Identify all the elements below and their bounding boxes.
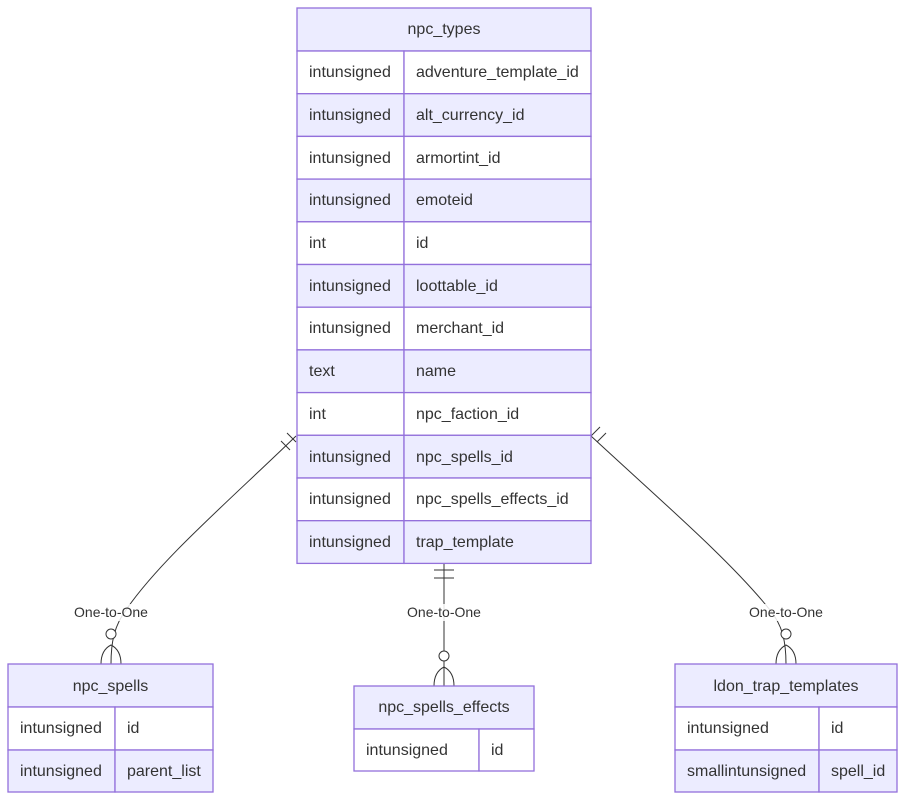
- attribute-row: intunsigned id: [353, 728, 535, 772]
- relationship-label: One-to-One: [749, 604, 823, 620]
- cardinality-one-marker: [286, 432, 297, 443]
- cardinality-one-marker: [590, 426, 601, 437]
- cardinality-many-marker: [100, 644, 122, 665]
- attribute-name: loottable_id: [416, 278, 498, 295]
- attribute-row: intunsigned alt_currency_id: [296, 93, 592, 138]
- entity-title: npc_spells: [73, 678, 149, 695]
- attribute-type: intunsigned: [309, 320, 391, 337]
- attribute-name: id: [416, 235, 428, 252]
- entity-ldon-trap-templates: ldon_trap_templates intunsigned id small…: [674, 663, 898, 793]
- attribute-row: intunsigned parent_list: [7, 749, 214, 793]
- attribute-row: intunsigned armortint_id: [296, 135, 592, 180]
- attribute-type: int: [309, 235, 326, 252]
- attribute-name: emoteid: [416, 192, 473, 209]
- attribute-name: npc_spells_effects_id: [416, 491, 569, 508]
- cardinality-zero-marker: [105, 628, 117, 640]
- attribute-row: int id: [296, 221, 592, 266]
- entity-npc-spells-effects: npc_spells_effects intunsigned id: [353, 685, 535, 772]
- attribute-type: intunsigned: [20, 763, 102, 780]
- attribute-type: intunsigned: [309, 534, 391, 551]
- attribute-name: trap_template: [416, 534, 514, 551]
- attribute-name: alt_currency_id: [416, 107, 525, 124]
- attribute-type: text: [309, 363, 335, 380]
- relationship-line: [110, 435, 297, 665]
- relationship-npc-types-npc-spells: One-to-One: [72, 432, 297, 665]
- attribute-type: int: [309, 406, 326, 423]
- entity-header: [353, 685, 535, 730]
- attribute-type: intunsigned: [20, 720, 102, 737]
- attribute-name: npc_faction_id: [416, 406, 519, 423]
- attribute-row: intunsigned id: [674, 706, 898, 751]
- attribute-row: intunsigned emoteid: [296, 178, 592, 223]
- relationship-npc-types-ldon-trap-templates: One-to-One: [590, 426, 825, 665]
- attribute-name: npc_spells_id: [416, 449, 513, 466]
- attribute-type: intunsigned: [309, 107, 391, 124]
- attribute-name: armortint_id: [416, 150, 500, 167]
- attribute-row: intunsigned adventure_template_id: [296, 50, 592, 95]
- attribute-row: intunsigned npc_spells_effects_id: [296, 477, 592, 522]
- relationship-label: One-to-One: [74, 604, 148, 620]
- attribute-name: id: [491, 742, 503, 759]
- attribute-type: intunsigned: [366, 742, 448, 759]
- cardinality-many-marker: [433, 666, 455, 687]
- attribute-type: intunsigned: [309, 192, 391, 209]
- entity-title: npc_spells_effects: [378, 699, 509, 716]
- attribute-name: spell_id: [831, 763, 885, 780]
- attribute-row: intunsigned id: [7, 706, 214, 751]
- entity-npc-types: npc_types intunsigned adventure_template…: [296, 7, 592, 565]
- attribute-name: name: [416, 363, 456, 380]
- attribute-type: intunsigned: [309, 64, 391, 81]
- attribute-row: intunsigned npc_spells_id: [296, 434, 592, 479]
- attribute-name: id: [831, 720, 843, 737]
- relationship-label: One-to-One: [407, 604, 481, 620]
- cardinality-zero-marker: [438, 650, 450, 662]
- cardinality-one-marker: [596, 432, 607, 443]
- entity-header: [7, 663, 214, 708]
- attribute-row: intunsigned merchant_id: [296, 306, 592, 351]
- entity-title: ldon_trap_templates: [714, 678, 859, 695]
- attribute-name: merchant_id: [416, 320, 504, 337]
- attribute-name: adventure_template_id: [416, 64, 579, 81]
- attribute-row: text name: [296, 349, 592, 394]
- attribute-type: intunsigned: [687, 720, 769, 737]
- entity-title: npc_types: [408, 21, 481, 38]
- cardinality-many-marker: [775, 644, 797, 665]
- entity-header: [296, 7, 592, 52]
- attribute-type: intunsigned: [309, 278, 391, 295]
- attribute-name: parent_list: [127, 763, 201, 780]
- attribute-name: id: [127, 720, 139, 737]
- relationship-npc-types-npc-spells-effects: One-to-One: [405, 563, 483, 687]
- relationship-line: [590, 435, 787, 665]
- attribute-row: int npc_faction_id: [296, 391, 592, 436]
- attribute-type: intunsigned: [309, 449, 391, 466]
- attribute-type: smallintunsigned: [687, 763, 806, 780]
- attribute-row: intunsigned loottable_id: [296, 263, 592, 308]
- attribute-type: intunsigned: [309, 150, 391, 167]
- cardinality-one-marker: [280, 440, 291, 451]
- entity-npc-spells: npc_spells intunsigned id intunsigned pa…: [7, 663, 214, 793]
- attribute-type: intunsigned: [309, 491, 391, 508]
- cardinality-zero-marker: [780, 628, 792, 640]
- attribute-row: intunsigned trap_template: [296, 520, 592, 565]
- attribute-row: smallintunsigned spell_id: [674, 749, 898, 793]
